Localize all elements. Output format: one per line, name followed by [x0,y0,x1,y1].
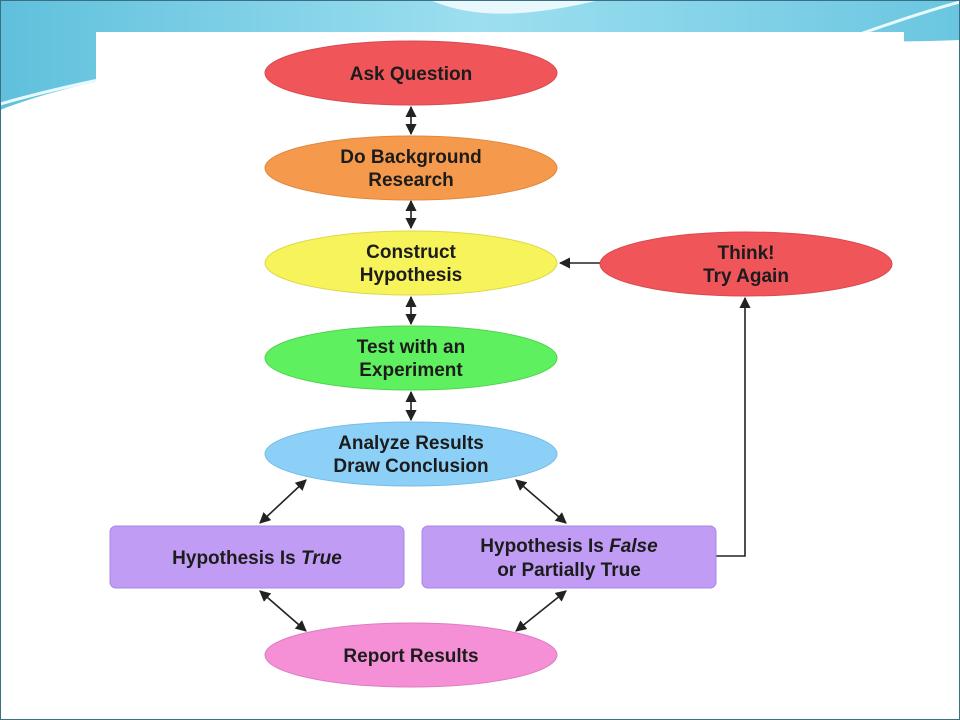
node-analyze-results-shape [264,421,558,487]
node-think-again: Think! Try Again [599,231,893,297]
header-swoosh-line-right [859,0,960,36]
arrow-analyze-false [515,479,567,524]
node-test-experiment-line2: Experiment [359,360,463,381]
arrow-analyze-true [259,479,307,524]
node-test-experiment-line1: Test with an [357,337,465,358]
node-background-research-line2: Research [368,170,454,191]
scientific-method-diagram: Ask Question Do Background Research Cons… [96,32,904,694]
node-hypothesis-true-emphasis: True [301,548,342,569]
arrow-false-to-think [716,296,751,557]
node-hypothesis-false-shape [421,525,717,589]
node-hypothesis-true-label: Hypothesis Is True [172,548,342,569]
node-construct-hypothesis-line1: Construct [366,242,456,263]
node-analyze-results: Analyze Results Draw Conclusion [264,421,558,487]
connectors [259,105,751,632]
node-hypothesis-false: Hypothesis Is False or Partially True [421,525,717,589]
node-construct-hypothesis: Construct Hypothesis [264,230,558,296]
node-analyze-results-line1: Analyze Results [338,433,484,454]
node-test-experiment-shape [264,325,558,391]
header-swoosh-highlight [430,0,600,14]
flowchart-canvas: Ask Question Do Background Research Cons… [109,40,893,688]
node-hypothesis-false-emphasis: False [609,536,658,557]
node-think-again-shape [599,231,893,297]
header-swoosh [0,0,960,110]
node-ask-question-shape [264,40,558,106]
node-hypothesis-false-line2: or Partially True [497,560,641,581]
arrow-true-report [259,590,307,632]
node-background-research: Do Background Research [264,135,558,201]
node-background-research-line1: Do Background [340,147,481,168]
node-construct-hypothesis-shape [264,230,558,296]
node-ask-question-label: Ask Question [350,64,472,85]
node-ask-question: Ask Question [264,40,558,106]
arrow-false-report [515,590,567,632]
node-report-results: Report Results [264,622,558,688]
node-hypothesis-false-prefix: Hypothesis Is [480,536,609,557]
node-analyze-results-line2: Draw Conclusion [333,456,488,477]
node-construct-hypothesis-line2: Hypothesis [360,265,462,286]
node-background-research-shape [264,135,558,201]
node-hypothesis-true-shape [109,525,405,589]
node-hypothesis-true-prefix: Hypothesis Is [172,548,301,569]
node-test-experiment: Test with an Experiment [264,325,558,391]
node-think-again-line1: Think! [718,243,775,264]
node-report-results-shape [264,622,558,688]
node-report-results-label: Report Results [343,646,478,667]
node-hypothesis-true: Hypothesis Is True [109,525,405,589]
node-hypothesis-false-line1: Hypothesis Is False [480,536,658,557]
node-think-again-line2: Try Again [703,266,789,287]
